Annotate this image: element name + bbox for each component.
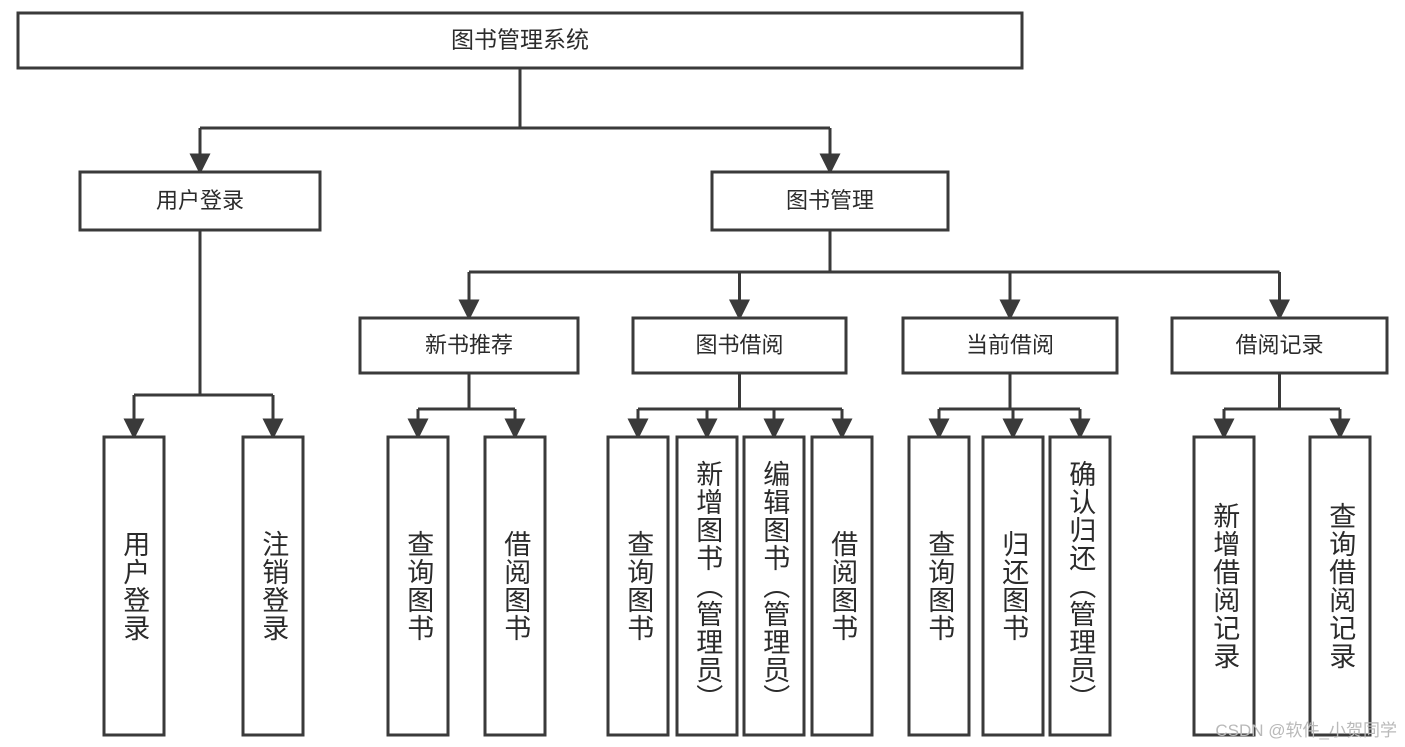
node-box-edit-book-admin-leaf[interactable] (742, 435, 806, 737)
node-label-system-root: 图书管理系统 (451, 27, 589, 53)
node-box-book-borrow[interactable] (631, 316, 848, 375)
node-box-logout-leaf[interactable] (241, 435, 305, 737)
connector-layer (123, 68, 1351, 440)
node-box-query-book-leaf[interactable] (606, 435, 670, 737)
node-label-new-book-recommend: 新书推荐 (425, 332, 513, 357)
node-box-new-book-recommend[interactable] (358, 316, 580, 375)
node-box-borrow-book-leaf[interactable] (483, 435, 547, 737)
node-label-current-borrow: 当前借阅 (966, 332, 1054, 357)
node-label-user-login: 用户登录 (156, 188, 244, 213)
node-label-borrow-record: 借阅记录 (1235, 332, 1323, 357)
node-label-book-borrow: 图书借阅 (695, 332, 783, 357)
node-box-add-borrow-record-leaf[interactable] (1192, 435, 1256, 737)
node-box-user-login-leaf[interactable] (102, 435, 166, 737)
node-box-query-borrow-record-leaf[interactable] (1308, 435, 1372, 737)
node-box-return-book-leaf[interactable] (981, 435, 1045, 737)
node-box-borrow-book-leaf[interactable] (810, 435, 874, 737)
node-box-borrow-record[interactable] (1170, 316, 1389, 375)
node-box-book-management[interactable] (710, 170, 950, 232)
node-box-query-book-leaf[interactable] (907, 435, 971, 737)
node-label-book-management: 图书管理 (786, 188, 874, 213)
node-box-system-root[interactable] (16, 11, 1024, 70)
node-box-add-book-admin-leaf[interactable] (675, 435, 739, 737)
watermark-credit: CSDN @软件_小贺同学 (1215, 721, 1397, 740)
node-box-current-borrow[interactable] (901, 316, 1119, 375)
node-box-user-login[interactable] (78, 170, 322, 232)
node-layer (16, 11, 1389, 737)
node-box-confirm-return-admin-leaf[interactable] (1048, 435, 1112, 737)
node-box-query-book-leaf[interactable] (386, 435, 450, 737)
